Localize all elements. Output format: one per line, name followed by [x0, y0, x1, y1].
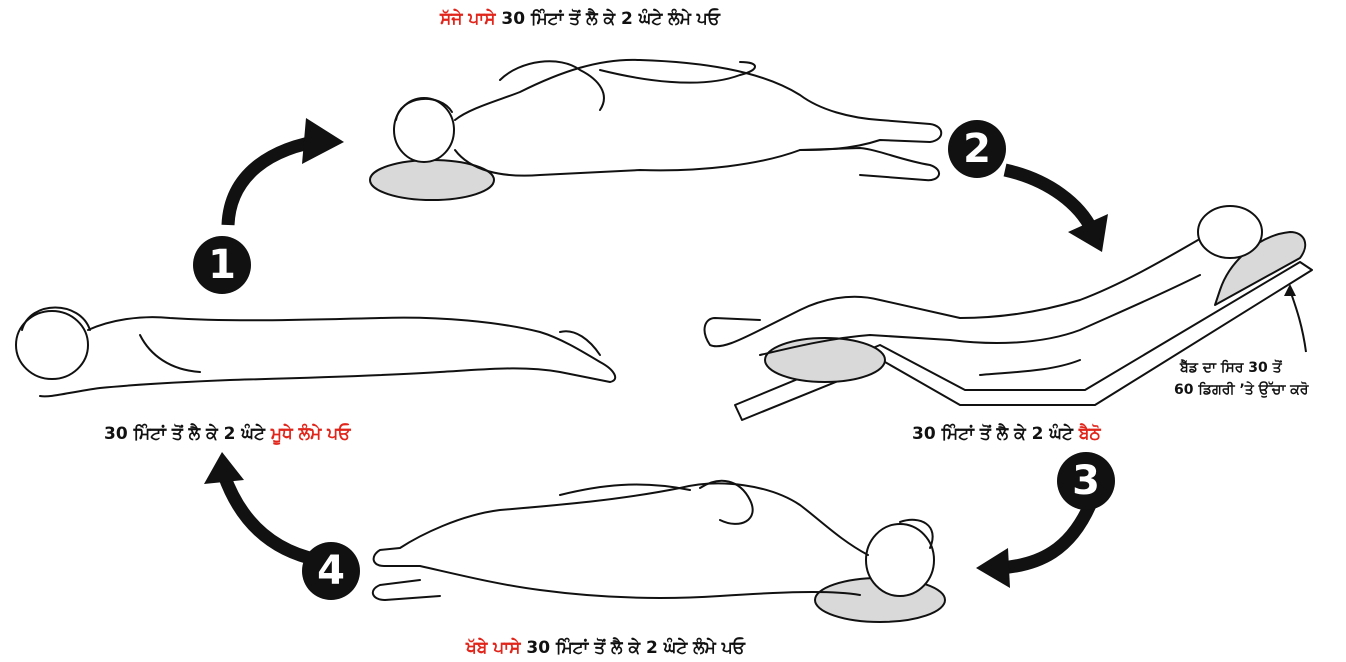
pillow-knees: [765, 338, 885, 382]
arrow-2-to-3: [1005, 170, 1092, 230]
step-badge-4: 4: [302, 542, 360, 600]
caption-right-side: ਸੱਜੇ ਪਾਸੇ 30 ਮਿੰਟਾਂ ਤੋਂ ਲੈ ਕੇ 2 ਘੰਟੇ ਲੰਮ…: [440, 9, 720, 29]
figure-right-side: [370, 60, 941, 200]
caption-prone-text: 30 ਮਿੰਟਾਂ ਤੋਂ ਲੈ ਕੇ 2 ਘੰਟੇ: [104, 424, 265, 444]
arrow-3-to-4: [1000, 505, 1090, 568]
figure-prone: [16, 308, 615, 397]
caption-right-side-highlight: ਸੱਜੇ ਪਾਸੇ: [440, 9, 496, 29]
caption-prone: 30 ਮਿੰਟਾਂ ਤੋਂ ਲੈ ਕੇ 2 ਘੰਟੇ ਮੂਧੇ ਲੰਮੇ ਪਓ: [104, 424, 350, 444]
caption-left-side-text: 30 ਮਿੰਟਾਂ ਤੋਂ ਲੈ ਕੇ 2 ਘੰਟੇ ਲੰਮੇ ਪਓ: [526, 638, 745, 658]
bed-head-note-line1: ਬੈੱਡ ਦਾ ਸਿਰ 30 ਤੋਂ: [1180, 357, 1308, 379]
head-sitting: [1198, 206, 1262, 258]
caption-sitting-highlight: ਬੈਠੋ: [1079, 424, 1101, 444]
arrow-4-to-1-head: [204, 452, 244, 484]
bed-head-note: ਬੈੱਡ ਦਾ ਸਿਰ 30 ਤੋਂ 60 ਡਿਗਰੀ ’ਤੇ ਉੱਚਾ ਕਰੋ: [1180, 357, 1308, 401]
step-badge-1: 1: [193, 236, 251, 294]
figure-left-side: [373, 481, 945, 622]
head-bottom: [866, 524, 934, 596]
caption-sitting: 30 ਮਿੰਟਾਂ ਤੋਂ ਲੈ ਕੇ 2 ਘੰਟੇ ਬੈਠੋ: [912, 424, 1101, 444]
caption-right-side-text: 30 ਮਿੰਟਾਂ ਤੋਂ ਲੈ ਕੇ 2 ਘੰਟੇ ਲੰਮੇ ਪਓ: [501, 9, 720, 29]
arrow-3-to-4-head: [976, 548, 1010, 588]
caption-prone-highlight: ਮੂਧੇ ਲੰਮੇ ਪਓ: [271, 424, 351, 444]
step-badge-3: 3: [1057, 452, 1115, 510]
caption-left-side: ਖੱਬੇ ਪਾਸੇ 30 ਮਿੰਟਾਂ ਤੋਂ ਲੈ ਕੇ 2 ਘੰਟੇ ਲੰਮ…: [466, 638, 745, 658]
caption-left-side-highlight: ਖੱਬੇ ਪਾਸੇ: [466, 638, 520, 658]
arrow-4-to-1: [224, 475, 318, 560]
bed-head-note-line2: 60 ਡਿਗਰੀ ’ਤੇ ਉੱਚਾ ਕਰੋ: [1174, 379, 1308, 401]
caption-sitting-text: 30 ਮਿੰਟਾਂ ਤੋਂ ਲੈ ਕੇ 2 ਘੰਟੇ: [912, 424, 1073, 444]
arrow-1-to-2-head: [302, 118, 344, 164]
step-badge-2: 2: [948, 120, 1006, 178]
bed-head-arrow: [1290, 290, 1306, 352]
